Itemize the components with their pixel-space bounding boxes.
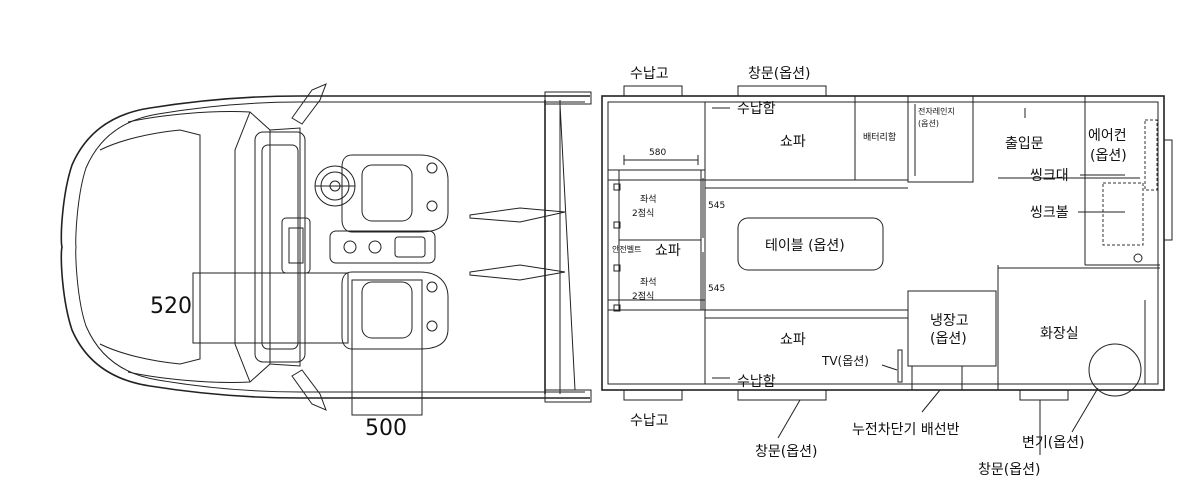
window-bottom-left-label: 창문(옵션) bbox=[755, 444, 817, 460]
camper-box bbox=[601, 85, 1173, 455]
vehicle-cab bbox=[60, 83, 592, 416]
aircon-label-line1: 에어컨 bbox=[1088, 128, 1127, 144]
microwave-label-line2: (옵션) bbox=[918, 118, 939, 128]
storage-box-bottom-label: 수납함 bbox=[737, 374, 776, 390]
vehicle-width-dimension: 520 bbox=[150, 294, 192, 319]
sofa-middle-label: 쇼파 bbox=[655, 243, 681, 259]
toilet-room-label: 화장실 bbox=[1040, 326, 1079, 342]
sofa-top-label: 쇼파 bbox=[780, 134, 806, 150]
storage-bottom-label: 수납고 bbox=[630, 413, 669, 429]
sink-bowl-label: 씽크볼 bbox=[1030, 205, 1069, 221]
seatbelt-label: 안전벨트 bbox=[612, 244, 641, 254]
breaker-panel-label: 누전차단기 배선반 bbox=[852, 422, 960, 438]
seat-bottom-label-line1: 좌석 bbox=[640, 277, 657, 288]
seat-bottom-label-line2: 2점식 bbox=[632, 290, 654, 302]
window-top-label: 창문(옵션) bbox=[748, 66, 810, 82]
aircon-label-line2: (옵션) bbox=[1090, 148, 1127, 164]
dim-580-label: 580 bbox=[649, 148, 666, 158]
sink-stand-label: 씽크대 bbox=[1030, 168, 1069, 184]
window-bottom-right-label: 창문(옵션) bbox=[978, 462, 1040, 478]
dim-545-bottom-label: 545 bbox=[708, 284, 725, 294]
vehicle-length-dimension: 500 bbox=[365, 416, 407, 441]
battery-box-label: 배터리함 bbox=[863, 132, 896, 143]
storage-box-top-label: 수납함 bbox=[737, 101, 776, 117]
seat-top-label-line1: 좌석 bbox=[640, 194, 657, 205]
toilet-label: 변기(옵션) bbox=[1022, 435, 1084, 451]
fridge-label-line1: 냉장고 bbox=[930, 313, 969, 329]
seat-top-label-line2: 2점식 bbox=[632, 207, 654, 219]
fridge-label-line2: (옵션) bbox=[930, 331, 967, 347]
entrance-door-label: 출입문 bbox=[1005, 136, 1044, 152]
table-label: 테이블 (옵션) bbox=[765, 238, 845, 254]
dim-545-top-label: 545 bbox=[708, 201, 725, 211]
sofa-bottom-label: 쇼파 bbox=[780, 332, 806, 348]
tv-label: TV(옵션) bbox=[821, 354, 869, 368]
microwave-label-line1: 전자레인지 bbox=[918, 106, 955, 116]
storage-top-label: 수납고 bbox=[630, 66, 669, 82]
